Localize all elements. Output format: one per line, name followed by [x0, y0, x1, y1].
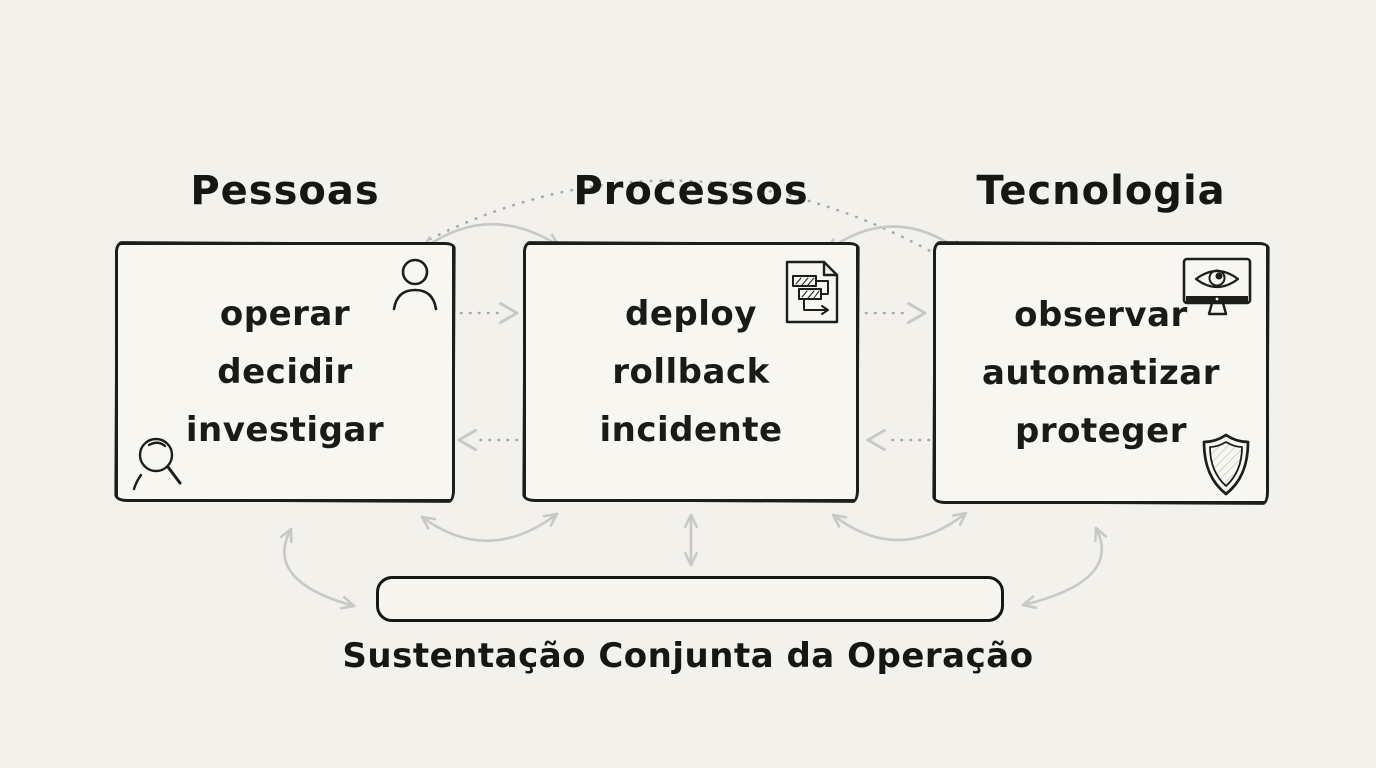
flow-arrow-pessoas-to-processos: [459, 302, 519, 324]
foundation-arrow-left: [279, 527, 356, 610]
foundation-arrow-pessoas-processos: [420, 512, 559, 543]
pessoas-item-investigar: investigar: [185, 410, 385, 450]
processos-item-deploy: deploy: [625, 294, 757, 334]
monitor-eye-icon: [1182, 257, 1252, 316]
processos-item-incidente: incidente: [599, 410, 783, 450]
foundation-arrow-processos: [684, 513, 698, 567]
pessoas-box: operar decidir investigar: [115, 242, 455, 502]
tecnologia-box: observar automatizar proteger: [933, 242, 1269, 504]
column-pessoas: Pessoas operar decidir investigar: [115, 168, 455, 502]
pessoas-item-operar: operar: [219, 294, 351, 334]
flow-arrow-processos-to-tecnologia: [864, 302, 927, 324]
tecnologia-item-observar: observar: [1014, 295, 1188, 335]
processos-box: deploy rollback incidente: [523, 242, 859, 502]
tecnologia-items: observar automatizar proteger: [936, 245, 1266, 501]
foundation-bar: [376, 576, 1004, 622]
column-title-tecnologia: Tecnologia: [976, 168, 1226, 214]
tecnologia-item-automatizar: automatizar: [981, 353, 1221, 393]
processos-items: deploy rollback incidente: [526, 245, 856, 499]
column-title-pessoas: Pessoas: [190, 168, 380, 214]
shield-icon: [1202, 433, 1250, 496]
pessoas-item-decidir: decidir: [217, 352, 353, 392]
column-processos: Processos deploy rollback incidente: [523, 168, 859, 502]
magnifier-icon: [132, 437, 182, 491]
flow-document-icon: [785, 260, 839, 324]
flow-arrow-processos-to-pessoas: [457, 429, 519, 451]
column-tecnologia: Tecnologia observa: [933, 168, 1269, 504]
foundation-label: Sustentação Conjunta da Operação: [342, 636, 1034, 676]
person-icon: [392, 258, 438, 311]
tecnologia-item-proteger: proteger: [1015, 411, 1187, 451]
pessoas-items: operar decidir investigar: [118, 245, 452, 499]
foundation-arrow-processos-tecnologia: [831, 511, 968, 542]
processos-item-rollback: rollback: [612, 352, 770, 392]
column-title-processos: Processos: [573, 168, 809, 214]
foundation-arrow-right: [1021, 526, 1108, 609]
flow-arrow-tecnologia-to-processos: [866, 429, 931, 451]
